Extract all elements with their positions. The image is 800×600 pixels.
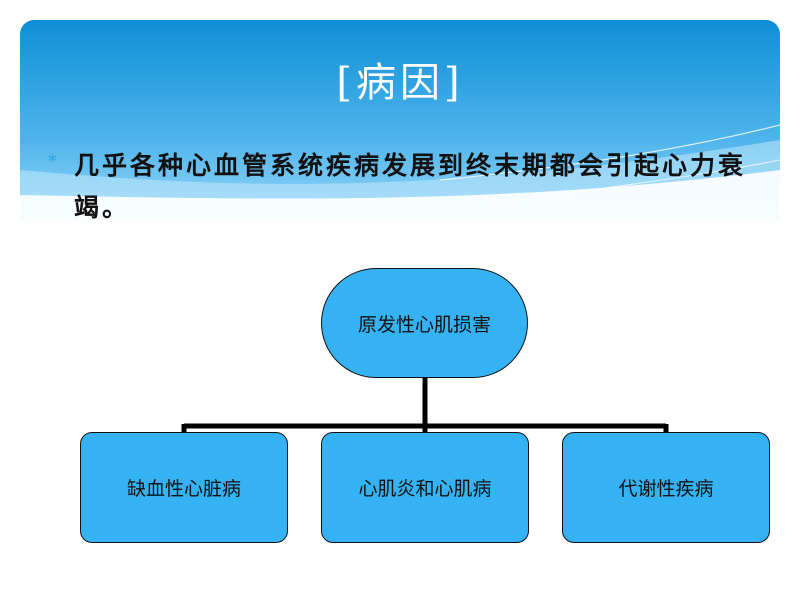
- node-child-3: 代谢性疾病: [562, 432, 770, 543]
- node-child-2: 心肌炎和心肌病: [321, 432, 529, 543]
- bullet-marker: *: [48, 151, 57, 172]
- node-root: 原发性心肌损害: [321, 268, 528, 378]
- node-child-1: 缺血性心脏病: [80, 432, 288, 543]
- node-child-2-label: 心肌炎和心肌病: [358, 478, 492, 500]
- slide-title: [病因]: [336, 60, 464, 106]
- header-band: [20, 20, 780, 220]
- bullet-text: 几乎各种心血管系统疾病发展到终末期都会引起心力衰竭。: [74, 151, 747, 222]
- node-root-label: 原发性心肌损害: [357, 313, 491, 336]
- header-wave-background: [20, 20, 780, 220]
- node-child-1-label: 缺血性心脏病: [126, 478, 241, 500]
- node-child-3-label: 代谢性疾病: [618, 478, 714, 500]
